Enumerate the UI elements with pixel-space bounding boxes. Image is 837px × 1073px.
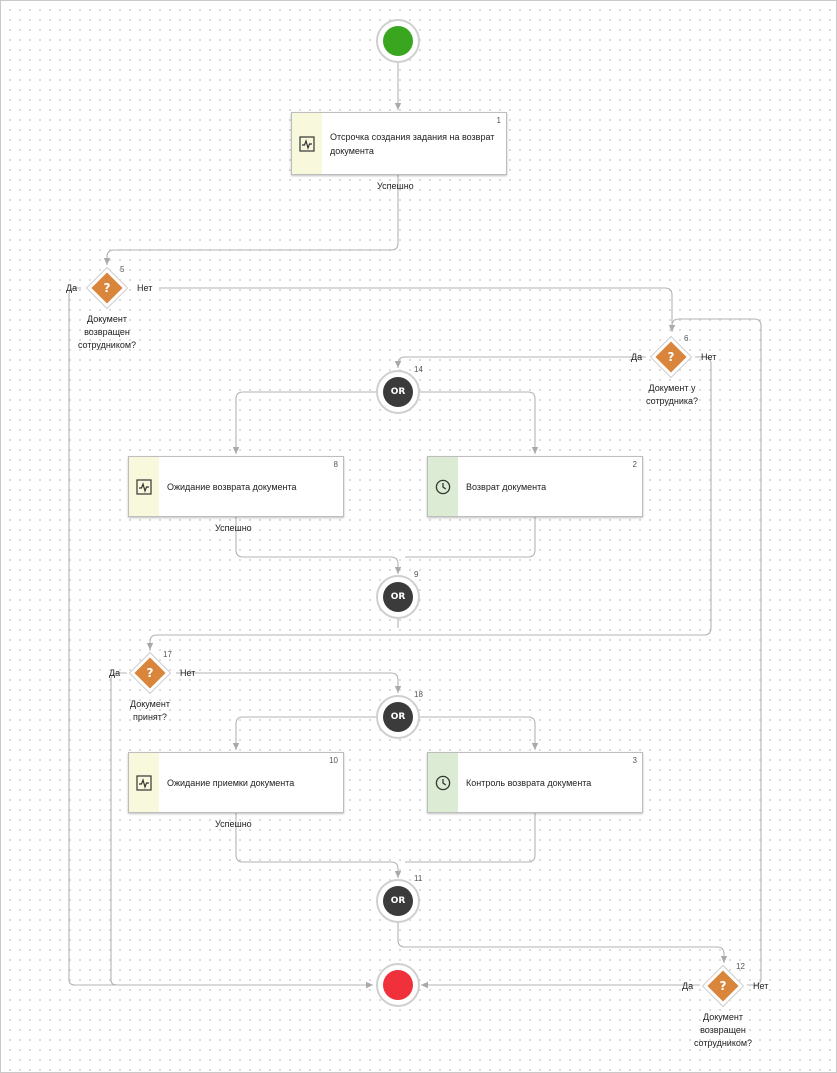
gateway-9-or-label: OR [383, 582, 413, 612]
decision-17-yes-label: Да [109, 668, 121, 678]
decision-6-caption: Документ у сотрудника? [645, 383, 699, 406]
gateway-9[interactable]: OR [376, 575, 420, 619]
script-icon [299, 135, 315, 152]
task-10-number: 10 [329, 756, 338, 765]
task-8-number: 8 [333, 460, 338, 469]
flow-g14-left [232, 391, 377, 454]
gateway-14-number: 14 [414, 365, 423, 374]
task-2-number: 2 [632, 460, 637, 469]
flow-g11-to-d12 [397, 922, 728, 963]
start-event-fill [383, 26, 413, 56]
gateway-18[interactable]: OR [376, 695, 420, 739]
task-10-label: Ожидание приемки документа [167, 777, 295, 788]
gateway-11[interactable]: OR [376, 879, 420, 923]
decision-17-caption: Документ принят? [130, 699, 170, 722]
question-icon: ? [103, 281, 111, 295]
end-event-fill [383, 970, 413, 1000]
decision-5-no-label: Нет [137, 283, 153, 293]
decision-5-yes-label: Да [66, 283, 78, 293]
decision-6-number: 6 [684, 334, 689, 343]
gateway-18-number: 18 [414, 690, 423, 699]
decision-5-number: 5 [120, 265, 125, 274]
flow-d12-no [671, 318, 762, 986]
task-1[interactable]: 1 Отсрочка создания задания на возврат д… [291, 112, 507, 175]
task-1-number: 1 [496, 116, 501, 125]
script-icon [136, 774, 152, 791]
decision-12[interactable]: ? [701, 964, 745, 1008]
task-2-label: Возврат документа [466, 481, 547, 492]
decision-12-number: 12 [736, 962, 745, 971]
end-event[interactable] [376, 963, 420, 1007]
decision-17[interactable]: ? [128, 651, 172, 695]
decision-6[interactable]: ? [649, 335, 693, 379]
flow-t10-to-g11 [235, 812, 402, 878]
flow-t3-to-g11 [405, 812, 536, 863]
flow-label-success: Успешно [215, 523, 252, 533]
gateway-11-number: 11 [414, 874, 423, 883]
flow-g18-left [232, 716, 377, 750]
gateway-14[interactable]: OR [376, 370, 420, 414]
decision-17-no-label: Нет [180, 668, 196, 678]
gateway-14-or-label: OR [383, 377, 413, 407]
flow-task1-to-d5 [103, 174, 399, 265]
question-icon: ? [719, 979, 727, 993]
task-1-label: Отсрочка создания задания на возврат док… [330, 131, 495, 156]
flow-d17-no [176, 672, 402, 693]
clock-icon [435, 479, 451, 494]
gateway-9-number: 9 [414, 570, 419, 579]
flow-g14-right [420, 391, 539, 454]
flow-label-success: Успешно [215, 819, 252, 829]
decision-17-number: 17 [163, 650, 172, 659]
task-3-label: Контроль возврата документа [466, 777, 592, 788]
task-10[interactable]: 10 Ожидание приемки документа [128, 752, 344, 813]
decision-5[interactable]: ? [85, 266, 129, 310]
flow-t2-to-g9 [405, 516, 536, 558]
flow-d17-yes [110, 672, 127, 986]
flow-d5-no [159, 287, 676, 332]
flow-label-success: Успешно [377, 181, 414, 191]
flow-d6-no [146, 356, 712, 650]
flow-g18-right [420, 716, 539, 750]
question-icon: ? [146, 666, 154, 680]
decision-12-yes-label: Да [682, 981, 694, 991]
task-3-number: 3 [632, 756, 637, 765]
decision-6-no-label: Нет [701, 352, 717, 362]
clock-icon [435, 775, 451, 790]
gateway-18-or-label: OR [383, 702, 413, 732]
task-8-label: Ожидание возврата документа [167, 481, 297, 492]
flow-t8-to-g9 [235, 516, 402, 574]
decision-6-yes-label: Да [631, 352, 643, 362]
decision-12-caption: Документ возвращен сотрудником? [693, 1012, 753, 1048]
decision-5-caption: Документ возвращен сотрудником? [77, 314, 137, 350]
flow-d6-yes [394, 356, 646, 368]
flow-d5-yes [68, 287, 373, 989]
start-event[interactable] [376, 19, 420, 63]
task-3[interactable]: 3 Контроль возврата документа [427, 752, 643, 813]
question-icon: ? [667, 350, 675, 364]
gateway-11-or-label: OR [383, 886, 413, 916]
script-icon [136, 478, 152, 495]
task-2[interactable]: 2 Возврат документа [427, 456, 643, 517]
decision-12-no-label: Нет [753, 981, 769, 991]
task-8[interactable]: 8 Ожидание возврата документа [128, 456, 344, 517]
